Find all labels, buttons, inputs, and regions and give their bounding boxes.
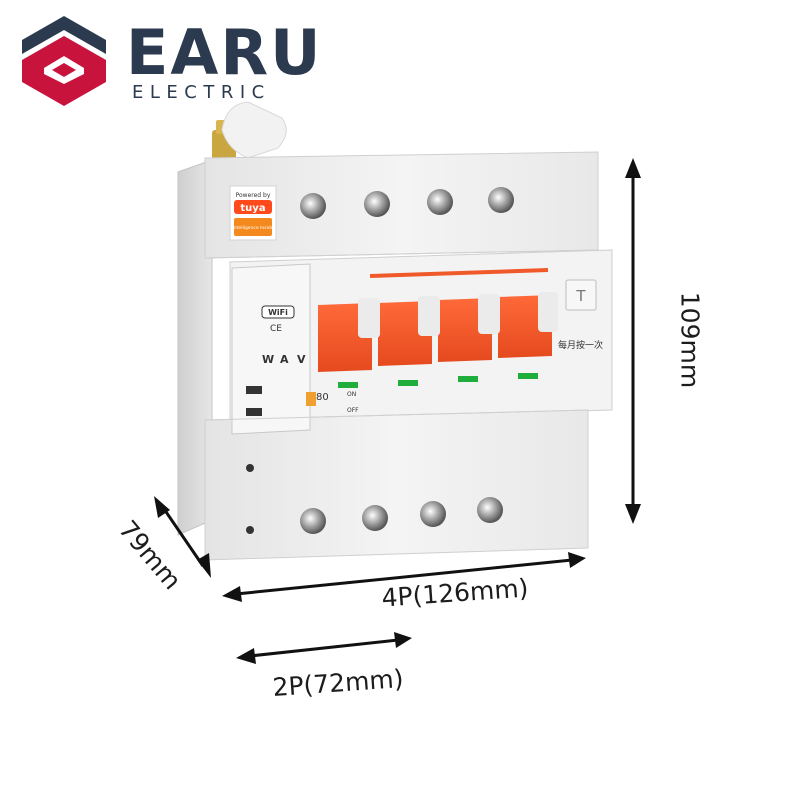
- status-strip: [369, 268, 549, 278]
- ce-mark: CE: [270, 324, 282, 334]
- top-terminal-screws: [300, 187, 514, 219]
- rating-panel: 80 ON OFF: [306, 391, 359, 414]
- bottom-terminal-screws: [300, 497, 503, 534]
- tuya-brand: tuya: [240, 203, 265, 214]
- switch-off-label: OFF: [347, 407, 359, 414]
- breaker-handles[interactable]: [318, 292, 558, 372]
- brand-logo: EARU ELECTRIC: [14, 10, 320, 110]
- volt-icon: V: [297, 353, 306, 366]
- test-button[interactable]: T: [565, 279, 597, 311]
- wifi-label: WiFi: [268, 308, 288, 317]
- monthly-test-note: 每月按一次: [558, 339, 603, 351]
- switch-on-label: ON: [347, 391, 356, 398]
- tuya-powered-by: Powered by: [236, 192, 271, 199]
- pairing-buttons[interactable]: [246, 464, 254, 534]
- status-indicators: [338, 373, 538, 388]
- wifi-module: WiFi CE W A V: [246, 305, 306, 416]
- brand-subtitle: ELECTRIC: [132, 82, 271, 103]
- test-button-label: T: [575, 287, 586, 305]
- earu-logo-icon: [22, 16, 106, 106]
- dimension-arrows: [154, 158, 641, 664]
- amp-icon: A: [280, 353, 289, 366]
- brand-name: EARU: [126, 16, 323, 89]
- current-rating: 80: [316, 392, 329, 403]
- height-dimension-label: 109mm: [675, 291, 705, 389]
- tuya-tagline: Intelligence Inside: [232, 225, 273, 231]
- antenna: [212, 101, 287, 176]
- tuya-badge: Powered by tuya Intelligence Inside: [229, 185, 277, 241]
- watt-icon: W: [262, 353, 274, 366]
